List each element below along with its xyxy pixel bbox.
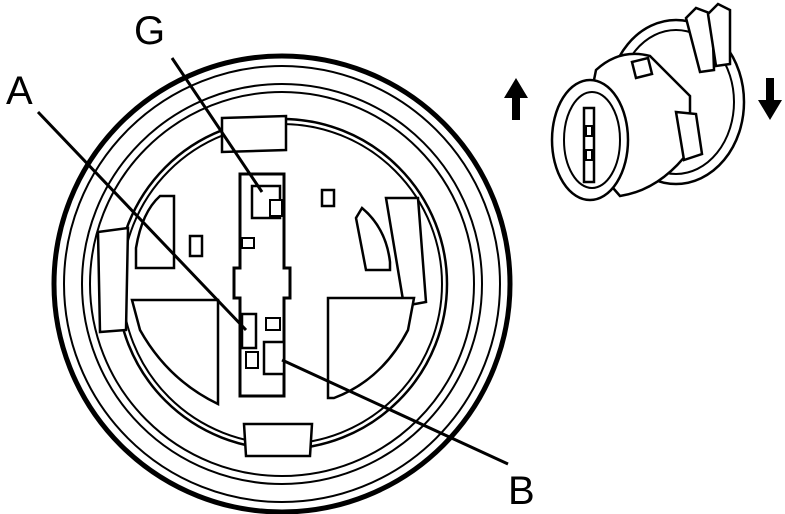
carrier-tab-upper [241,237,255,249]
socket-front-view [51,53,513,514]
key-slot-right [320,188,336,208]
pad-lower-left [130,298,220,406]
leader-b [281,358,509,466]
connector-slot-pin-1 [585,125,593,137]
label-b: B [508,469,535,513]
pad-lower-right [326,296,416,400]
pad-upper-right [354,206,392,272]
leader-g [170,57,264,193]
connector-face-inner [563,91,621,189]
flange-ring-inner [89,91,475,477]
rear-prong-2 [706,2,732,68]
flange-ring [81,83,483,485]
label-a: A [6,69,33,113]
outer-ring [51,53,513,514]
key-slot-left [188,234,204,258]
leader-a [36,110,248,332]
label-g: G [134,9,165,53]
terminal-g-latch [269,199,283,217]
callouts: G A B [6,9,535,513]
arrow-down-icon [758,78,782,120]
pad-upper-left [134,194,176,270]
connector-side-view [550,2,746,202]
terminal-a [240,312,258,350]
outer-ring-inner [63,65,501,503]
lug-bottom [242,422,314,458]
lock-tab [674,110,704,162]
connector-slot [582,106,596,184]
lug-top [220,114,288,154]
lug-right [384,196,428,308]
lug-left [96,226,130,334]
terminal-b [262,340,286,376]
terminal-b-latch [245,351,259,369]
top-key [630,56,654,80]
arrow-up-icon [504,78,528,120]
connector-slot-pin-2 [585,149,593,161]
carrier-tab-mid [265,317,281,331]
